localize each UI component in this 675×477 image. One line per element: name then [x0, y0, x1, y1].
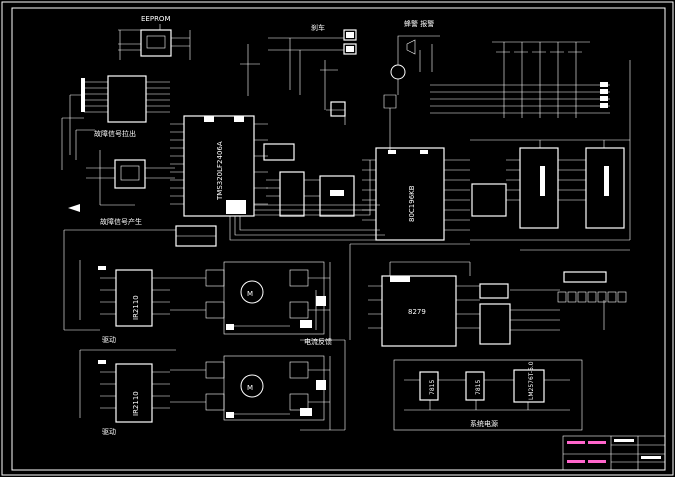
driver-top-label: 驱动 — [102, 335, 116, 344]
inner-frame — [11, 7, 666, 471]
regulator-3-label: LM2576T-5.0 — [528, 361, 535, 400]
gate-driver-bottom-label: IR2110 — [132, 391, 140, 416]
fault-generate-block: 故障信号产生 — [68, 150, 175, 226]
brake-block: 刹车 — [240, 23, 357, 125]
driver-bottom: IR2110 驱动 — [79, 349, 176, 436]
dsp-chip-label: TMS320LF2406A — [216, 141, 224, 201]
system-power-block: 7815 7815 LM2576T-5.0 系统电源 — [393, 359, 583, 431]
regulator-2-label: 7815 — [475, 380, 482, 395]
fault-latch-label: 故障信号拉出 — [94, 129, 136, 138]
dsp-chip: TMS320LF2406A — [170, 115, 268, 217]
display-driver-label: 8279 — [408, 308, 426, 316]
driver-top: IR2110 驱动 — [63, 229, 176, 344]
regulator-1-label: 7815 — [429, 380, 436, 395]
fault-generate-label: 故障信号产生 — [100, 217, 142, 226]
driver-bottom-label: 驱动 — [102, 427, 116, 436]
gate-driver-top-label: IR2110 — [132, 295, 140, 320]
motor-top-label: M — [247, 290, 253, 298]
hbridge-bottom: M — [170, 340, 346, 431]
switch-array — [430, 41, 631, 240]
interface-chips — [175, 143, 355, 247]
hbridge-top: M 电流反馈 — [170, 261, 345, 346]
current-feedback-label: 电流反馈 — [304, 337, 332, 346]
title-block — [562, 435, 666, 471]
output-latches — [470, 139, 630, 241]
system-power-label: 系统电源 — [470, 419, 498, 428]
fault-latch-block: 故障信号拉出 — [61, 75, 170, 170]
controller-chip: 80C196KB — [362, 147, 470, 241]
brake-label: 刹车 — [311, 23, 325, 32]
seven-segment-display — [479, 249, 630, 345]
bus-wires — [229, 160, 390, 241]
motor-bottom-label: M — [247, 384, 253, 392]
buzzer-alarm-label: 蜂警 报警 — [404, 19, 434, 28]
display-driver: 8279 — [349, 243, 480, 347]
eeprom-label: EEPROM — [141, 15, 170, 23]
controller-chip-label: 80C196KB — [408, 185, 416, 222]
eeprom-block: EEPROM — [118, 15, 191, 60]
buzzer-block: 蜂警 报警 — [383, 19, 440, 150]
